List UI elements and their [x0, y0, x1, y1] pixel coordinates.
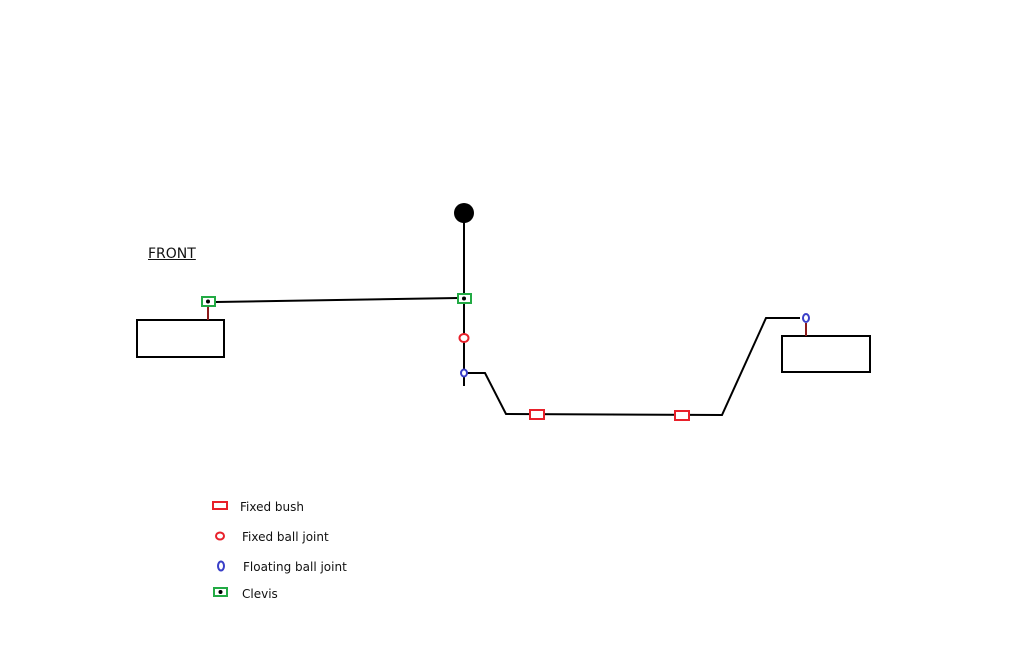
lever-fixed-ball-joint-icon: [458, 333, 470, 343]
rear-rod: [466, 317, 800, 417]
right-mount-box: [781, 335, 871, 373]
front-label: FRONT: [148, 246, 196, 262]
fixed-bush-icon: [212, 501, 228, 510]
fixed-bush-2-icon: [674, 410, 690, 421]
left-clevis-icon: [201, 296, 216, 307]
floating-ball-joint-icon: [217, 560, 225, 572]
lever-floating-ball-joint-icon: [460, 368, 468, 378]
fixed-bush-1-icon: [529, 409, 545, 420]
lever-knob: [454, 203, 474, 223]
legend-label: Fixed bush: [240, 500, 304, 514]
legend-label: Clevis: [242, 587, 278, 601]
legend-label: Floating ball joint: [243, 560, 347, 574]
front-rod: [215, 297, 459, 303]
clevis-icon: [213, 587, 228, 597]
lever-clevis-icon: [457, 293, 472, 304]
fixed-ball-joint-icon: [215, 531, 225, 541]
right-floating-ball-joint-icon: [802, 313, 810, 323]
legend-label: Fixed ball joint: [242, 530, 329, 544]
left-mount-box: [136, 319, 225, 358]
